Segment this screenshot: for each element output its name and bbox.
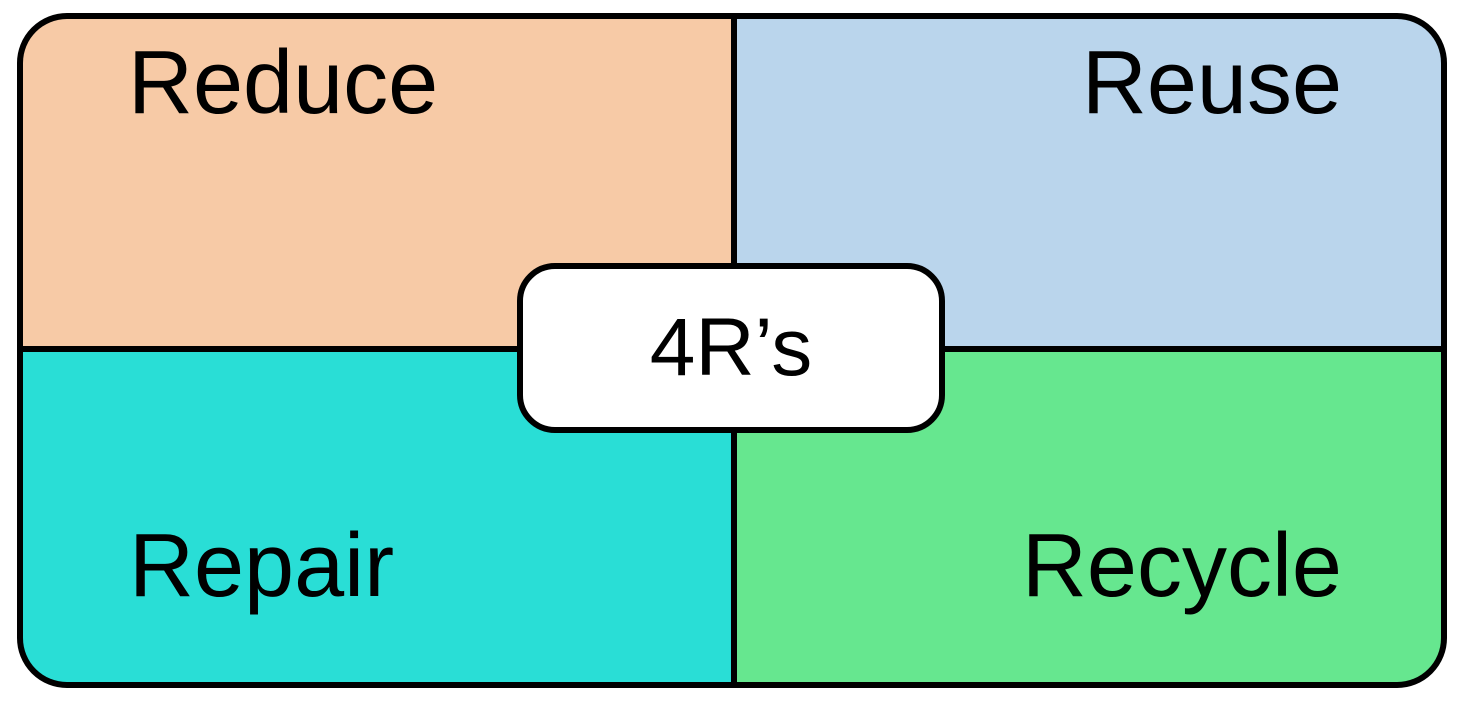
quadrant-reduce: Reduce xyxy=(23,19,731,346)
quadrant-label-reuse: Reuse xyxy=(1081,33,1342,133)
quadrant-recycle: Recycle xyxy=(737,352,1441,682)
center-badge: 4R’s xyxy=(517,263,945,433)
quadrant-repair: Repair xyxy=(23,352,731,682)
quadrant-label-reduce: Reduce xyxy=(128,33,439,133)
quadrant-label-recycle: Recycle xyxy=(1021,516,1342,616)
center-badge-label: 4R’s xyxy=(649,302,813,393)
quadrant-label-repair: Repair xyxy=(129,516,395,616)
